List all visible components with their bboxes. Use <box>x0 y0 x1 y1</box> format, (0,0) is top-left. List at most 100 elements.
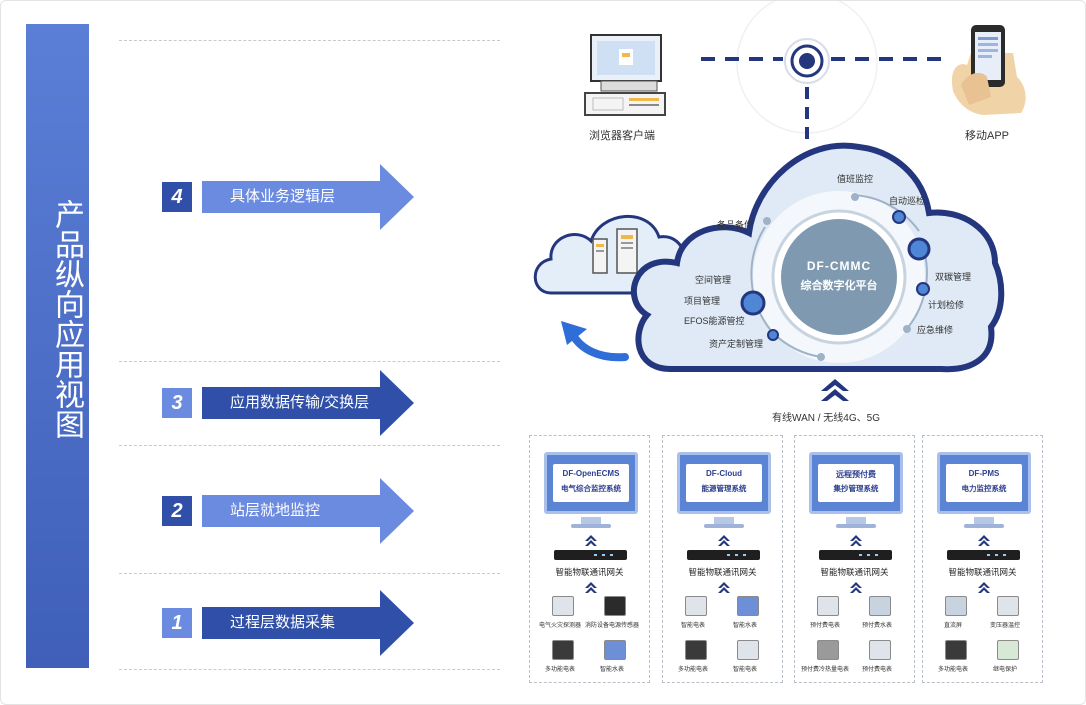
arrow-right-icon <box>202 370 414 436</box>
layer-label: 过程层数据采集 <box>230 614 336 631</box>
meter-device-icon <box>552 640 574 660</box>
chevron-up-icon <box>718 587 730 593</box>
browser-client-label: 浏览器客户端 <box>589 130 655 142</box>
module-label: 自动巡检 <box>889 196 926 206</box>
gateway-device <box>819 550 892 560</box>
chevron-up-icon <box>585 582 597 588</box>
meter-device-icon <box>737 596 759 616</box>
layer-2: 2 站层就地监控 <box>162 478 414 544</box>
device-label: 多功能电表 <box>677 667 708 673</box>
meter-device-icon <box>869 640 891 660</box>
gateway-device <box>687 550 760 560</box>
meter-device-icon <box>997 596 1019 616</box>
system-name: DF-PMS <box>968 469 1000 478</box>
device-label: 直流屏 <box>943 623 962 629</box>
platform-subtitle: 综合数字化平台 <box>800 280 878 292</box>
meter-device-icon <box>869 596 891 616</box>
module-label: 计划检修 <box>928 300 965 310</box>
system-subtitle: 能源管理系统 <box>701 484 747 493</box>
layer-4: 4 具体业务逻辑层 <box>162 164 414 230</box>
gateway-device <box>554 550 627 560</box>
module-label: 备品备件 <box>717 220 754 230</box>
system-panel: DF-OpenECMS 电气综合监控系统智能物联通讯网关电气火灾探测器消防设备电源… <box>529 435 650 683</box>
chevron-up-icon <box>718 540 730 546</box>
module-label: 值班监控 <box>837 174 874 184</box>
device-label: 预付费电表 <box>809 623 840 629</box>
device-label: 多功能电表 <box>937 667 968 673</box>
device-label: 预付费水表 <box>861 623 892 629</box>
monitor-icon: 远程预付费集抄管理系统 <box>809 452 903 514</box>
chevron-up-icon <box>585 540 597 546</box>
system-name: DF-OpenECMS <box>562 469 620 478</box>
chevron-up-icon <box>718 582 730 588</box>
meter-device-icon <box>817 596 839 616</box>
arrow-right-icon <box>202 590 414 656</box>
chevron-up-icon <box>978 540 990 546</box>
layer-number: 2 <box>162 496 192 526</box>
device-label: 预付费冷热量电表 <box>800 667 849 673</box>
system-subtitle: 电力监控系统 <box>961 484 1007 493</box>
module-label: 应急维修 <box>917 325 954 335</box>
monitor-base <box>704 524 744 528</box>
layer-label: 站层就地监控 <box>230 502 321 519</box>
module-label: EFOS能源管控 <box>684 316 745 326</box>
monitor-stand <box>581 517 601 525</box>
module-label: 资产定制管理 <box>709 339 764 349</box>
monitor-base <box>964 524 1004 528</box>
platform-graphic <box>533 1 1026 401</box>
layer-number: 1 <box>162 608 192 638</box>
layer-label: 应用数据传输/交换层 <box>230 394 370 411</box>
device-label: 消防设备电源传感器 <box>584 623 639 629</box>
separator <box>119 445 500 446</box>
monitor-icon: DF-PMS 电力监控系统 <box>937 452 1031 514</box>
chevron-up-icon <box>978 582 990 588</box>
monitor-stand <box>974 517 994 525</box>
meter-device-icon <box>945 640 967 660</box>
separator <box>119 361 500 362</box>
chevron-up-icon <box>978 535 990 541</box>
meter-device-icon <box>604 596 626 616</box>
device-label: 多功能电表 <box>544 667 575 673</box>
arrow-right-icon <box>202 478 414 544</box>
monitor-base <box>571 524 611 528</box>
layer-3: 3 应用数据传输/交换层 <box>162 370 414 436</box>
module-label: 项目管理 <box>684 296 721 306</box>
device-label: 变压器温控 <box>989 623 1020 629</box>
layer-number: 4 <box>162 182 192 212</box>
system-subtitle: 电气综合监控系统 <box>561 484 621 493</box>
arrow-right-icon <box>202 164 414 230</box>
chevron-up-icon <box>718 535 730 541</box>
gateway-device <box>947 550 1020 560</box>
gateway-label: 智能物联通讯网关 <box>820 567 889 577</box>
device-label: 智能电表 <box>680 623 705 629</box>
separator <box>119 669 500 670</box>
meter-device-icon <box>552 596 574 616</box>
chevron-up-icon <box>585 587 597 593</box>
chevron-up-icon <box>850 535 862 541</box>
gateway-label: 智能物联通讯网关 <box>688 567 757 577</box>
layer-label: 具体业务逻辑层 <box>230 188 336 205</box>
chevron-up-icon <box>850 540 862 546</box>
device-label: 继电保护 <box>992 667 1017 673</box>
separator <box>119 40 500 41</box>
system-name: 远程预付费 <box>836 470 876 479</box>
monitor-stand <box>846 517 866 525</box>
device-label: 智能水表 <box>732 623 757 629</box>
monitor-base <box>836 524 876 528</box>
meter-device-icon <box>997 640 1019 660</box>
chevron-up-icon <box>850 582 862 588</box>
gateway-label: 智能物联通讯网关 <box>555 567 624 577</box>
meter-device-icon <box>604 640 626 660</box>
device-label: 电气火灾探测器 <box>538 623 581 629</box>
monitor-stand <box>714 517 734 525</box>
meter-device-icon <box>737 640 759 660</box>
module-label: 双碳管理 <box>935 272 972 282</box>
system-subtitle: 集抄管理系统 <box>833 484 879 493</box>
chevron-up-icon <box>850 587 862 593</box>
meter-device-icon <box>817 640 839 660</box>
system-panel: 远程预付费集抄管理系统智能物联通讯网关预付费电表预付费水表预付费冷热量电表预付费… <box>794 435 915 683</box>
monitor-icon: DF-OpenECMS 电气综合监控系统 <box>544 452 638 514</box>
